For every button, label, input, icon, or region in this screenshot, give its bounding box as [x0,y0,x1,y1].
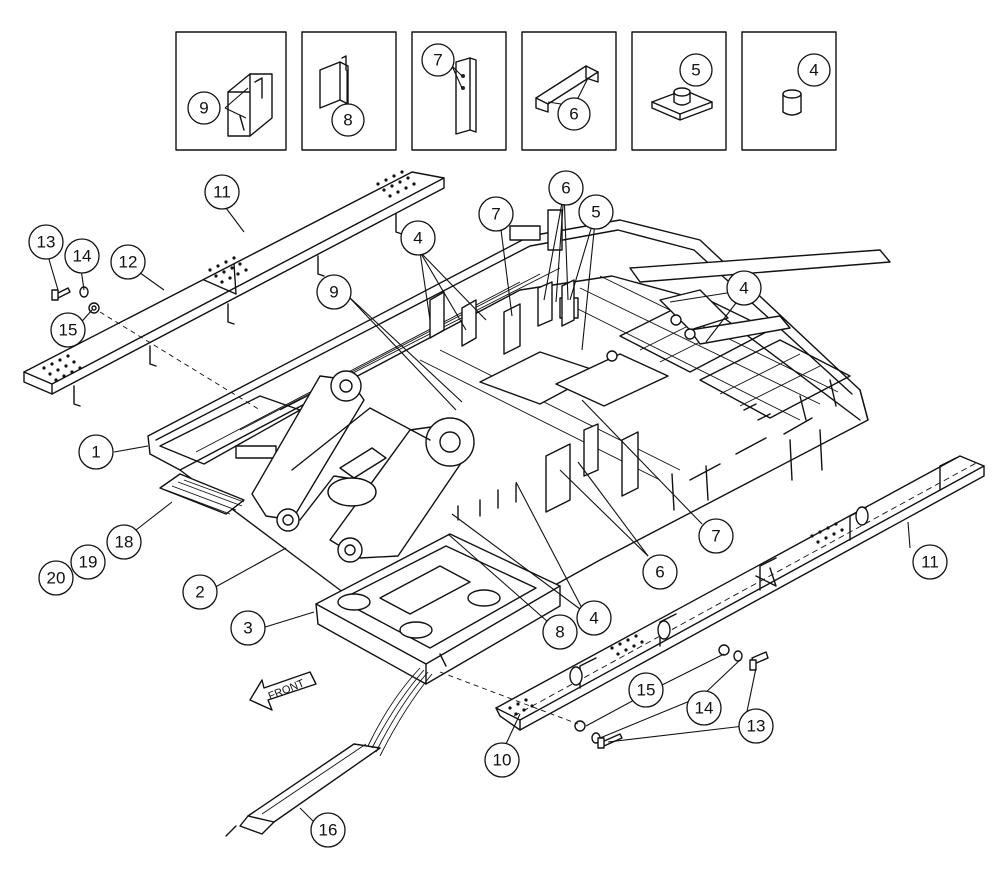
step-plates [159,473,245,515]
callout-4-right: 4 [726,270,762,306]
callout-inset-4: 4 [797,53,831,87]
callout-inset-7: 7 [421,43,455,77]
callout-16: 16 [310,812,346,848]
svg-text:9: 9 [199,99,208,118]
callout-inset-8: 8 [331,103,365,137]
inset-box-6 [521,31,617,151]
callout-4-top: 4 [400,220,436,256]
svg-text:7: 7 [491,205,500,224]
callout-14-left: 14 [64,238,100,274]
callout-14-right: 14 [686,690,722,726]
svg-text:5: 5 [691,61,700,80]
inset-detail-row [175,31,837,151]
callout-15-left: 15 [50,312,86,348]
right-walkway-plate [439,455,985,749]
svg-text:15: 15 [637,681,656,700]
svg-text:15: 15 [59,321,78,340]
callout-9: 9 [316,274,352,310]
svg-text:8: 8 [343,111,352,130]
callout-6-front: 6 [642,554,678,590]
svg-text:14: 14 [73,247,92,266]
callout-inset-5: 5 [679,53,713,87]
grip-texture-right-rear [810,522,844,544]
inset-box-9 [175,31,287,151]
svg-text:6: 6 [569,105,578,124]
callout-20: 20 [38,560,74,596]
callout-13-left: 13 [28,224,64,260]
svg-text:11: 11 [921,553,939,572]
svg-text:20: 20 [47,569,66,588]
callout-4-front: 4 [576,600,612,636]
callout-15-right: 15 [628,672,664,708]
callout-3: 3 [230,610,266,646]
seal-strip [225,667,433,837]
callout-inset-9: 9 [187,91,221,125]
svg-text:13: 13 [747,717,766,736]
svg-text:16: 16 [319,821,338,840]
svg-text:7: 7 [433,51,442,70]
grip-texture-rear [376,170,416,198]
callout-8: 8 [542,614,578,650]
svg-text:4: 4 [809,61,818,80]
callouts: 9 8 7 6 5 4 1 2 3 4 4 4 5 6 6 7 7 8 9 10… [28,43,948,848]
svg-text:19: 19 [79,553,98,572]
svg-text:11: 11 [213,183,231,202]
front-floor-box [315,533,561,685]
svg-text:5: 5 [591,203,600,222]
callout-1: 1 [78,434,114,470]
svg-text:4: 4 [589,609,598,628]
grip-texture-front [42,354,82,382]
svg-text:4: 4 [739,279,748,298]
svg-text:13: 13 [37,233,56,252]
inset-box-7 [411,31,507,151]
callout-10: 10 [484,742,520,778]
grip-texture-right-front [508,698,534,716]
front-direction-arrow: FRONT [249,671,317,711]
callout-7-right: 7 [698,518,734,554]
callout-13-right: 13 [738,708,774,744]
svg-text:10: 10 [493,751,512,770]
svg-text:9: 9 [329,283,338,302]
callout-11-left: 11 [204,174,240,210]
callout-7-top: 7 [478,196,514,232]
boom-mount-tower [251,370,475,563]
callout-5: 5 [578,194,614,230]
grip-texture-middle [208,256,248,284]
callout-inset-6: 6 [557,97,591,131]
svg-text:6: 6 [561,179,570,198]
callout-2: 2 [182,574,218,610]
svg-text:12: 12 [119,253,138,272]
inset-box-5 [631,31,727,151]
svg-text:2: 2 [195,583,204,602]
callout-19: 19 [70,544,106,580]
callout-12: 12 [110,244,146,280]
callout-6-top: 6 [548,170,584,206]
svg-text:14: 14 [695,699,714,718]
grip-texture-right-middle [610,634,644,656]
svg-text:6: 6 [655,563,664,582]
svg-text:4: 4 [413,229,422,248]
leader-lines [47,191,911,827]
svg-text:1: 1 [91,443,100,462]
svg-text:18: 18 [115,533,134,552]
svg-text:8: 8 [555,623,564,642]
inset-box-4 [741,31,837,151]
callout-18: 18 [106,524,142,560]
svg-text:3: 3 [243,619,252,638]
left-walkway-plate [23,170,445,411]
callout-11-right: 11 [912,544,948,580]
svg-text:7: 7 [711,527,720,546]
